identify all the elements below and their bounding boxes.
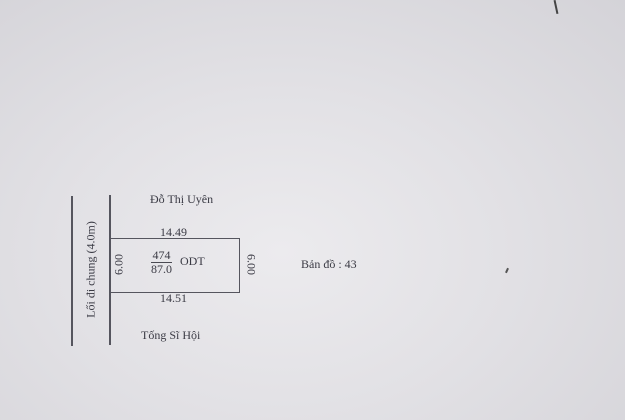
edge-right-length: 6.00 — [244, 254, 259, 275]
edge-top-length: 14.49 — [160, 225, 187, 239]
owner-south-label: Tống Sĩ Hội — [141, 328, 201, 342]
ink-dot — [505, 267, 509, 274]
parcel-boundary — [109, 238, 240, 293]
owner-north-label: Đỗ Thị Uyên — [150, 192, 214, 206]
road-right-line — [109, 195, 111, 345]
land-type: ODT — [180, 254, 205, 268]
road-left-line — [71, 196, 73, 346]
parcel-number: 474 — [151, 248, 172, 263]
road-label: Lối đi chung (4.0m) — [83, 221, 98, 318]
parcel-fraction: 474 87.0 — [151, 249, 172, 276]
pen-mark — [553, 0, 559, 15]
edge-bottom-length: 14.51 — [160, 291, 187, 305]
edge-left-length: 6.00 — [111, 254, 126, 275]
parcel-area: 87.0 — [151, 262, 172, 276]
map-sheet-label: Bản đồ : 43 — [301, 257, 357, 271]
